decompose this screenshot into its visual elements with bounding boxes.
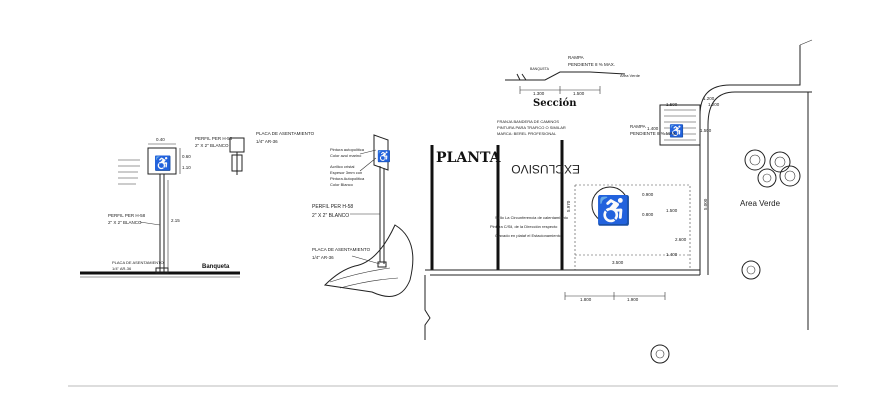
area-verde-label: Area Verde — [740, 199, 781, 208]
sign-plate-3d — [373, 134, 389, 171]
note-2a: Acrilico cristal — [330, 164, 355, 169]
note-2b: Espesor 3mm con — [330, 170, 362, 175]
ramp-wheelchair-icon: ♿ — [669, 124, 684, 138]
plan-title: PLANTA — [436, 150, 502, 166]
tree-cluster — [744, 149, 801, 188]
placa-title-1: PLACA DE ASENTAMIENTO — [112, 260, 164, 265]
wheelchair-icon-2: ♿ — [377, 150, 391, 163]
ramp-outline — [659, 104, 701, 146]
dim-2600: 2.600 — [675, 237, 687, 242]
exclusivo-label: EXCLUSIVO — [511, 162, 580, 176]
dim-0900: 0.900 — [642, 192, 654, 197]
note-1a: Pintura autopolitica — [330, 147, 365, 152]
dim-0800: 0.800 — [642, 212, 654, 217]
section-title: Sección — [533, 98, 577, 109]
dim-1900: 1.900 — [627, 297, 639, 302]
dim-1200b: 1.200 — [708, 102, 720, 107]
sign-post-detail-2: ♿ Pintura autopolitica Color azul marino… — [312, 134, 414, 297]
section-rampa-label: RAMPA — [568, 55, 584, 60]
dim-2-15: 2.15 — [171, 218, 180, 223]
sign-plate — [147, 147, 177, 175]
perfil-title-2: PERFIL PER H-58 — [312, 204, 353, 210]
center-note-1: Sello La Circunferencia de calentamiento — [495, 215, 569, 220]
section-dim-1: 1.300 — [533, 91, 545, 96]
wheelchair-icon: ♿ — [154, 155, 171, 172]
perfil-title-1: PERFIL PER H-58 — [108, 213, 146, 218]
note-2d: Color Blanco — [330, 182, 354, 187]
stall-dashed-box — [574, 184, 691, 270]
section-view: 1.300 1.500 RAMPA PENDIENTE 8 % MAX. BAN… — [505, 55, 641, 109]
floor-symbol-circle — [591, 186, 629, 224]
trees — [650, 149, 801, 364]
dim-0-60: 0.60 — [182, 154, 191, 159]
center-note-2: Pintura C/Sil, de la Dirección respecto — [490, 224, 558, 229]
perfil-size-1b: 2" X 2" BLANCO — [195, 143, 229, 148]
section-ramp-profile — [505, 71, 626, 81]
sign-post-detail-1: ♿ 0.40 0.60 1.10 2.15 PERFIL PER H-58 2"… — [80, 131, 315, 278]
tree-single-2 — [650, 344, 670, 364]
dim-3500: 3.500 — [612, 260, 624, 265]
plan-break-line — [424, 275, 431, 340]
perfil-size-1: 2" X 2" BLANCO — [108, 220, 142, 225]
ramp-hatch — [664, 109, 696, 141]
dim-1500a: 1.500 — [666, 102, 678, 107]
tree-single-1 — [741, 260, 761, 280]
dim-1500c: 1.500 — [666, 208, 678, 213]
dim-0-40: 0.40 — [156, 137, 165, 142]
perfil-title-1b: PERFIL PER H-58 — [195, 136, 233, 141]
franja-note-2: PINTURA PARA TRAFICO O SIMILAR — [497, 125, 566, 130]
sign-notes-lines — [118, 159, 140, 185]
plan-rampa-label: RAMPA — [630, 124, 646, 129]
dim-1800: 1.800 — [580, 297, 592, 302]
dim-1400a: 1.400 — [647, 126, 659, 131]
note-1b: Color azul marino — [330, 153, 362, 158]
dim-1-10: 1.10 — [182, 165, 191, 170]
dim-1200a: 1.200 — [703, 96, 715, 101]
franja-note-3: MARCA: BEREL PROFESIONAL — [497, 131, 557, 136]
perfil-size-2: 2" X 2" BLANCO — [312, 213, 349, 219]
placa-title-1b: PLACA DE ASENTAMIENTO — [256, 131, 315, 136]
dim-5970: 5.970 — [566, 200, 571, 212]
section-hatch — [516, 73, 527, 81]
center-note-3: Clavado en plataf el Estacionamiento — [495, 233, 562, 238]
placa-size-1: 1/4" AR-36 — [112, 266, 132, 271]
floor-wheelchair-icon: ♿ — [596, 194, 631, 227]
section-dim-2: 1.500 — [573, 91, 585, 96]
placa-title-2: PLACA DE ASENTAMIENTO — [312, 247, 371, 252]
dim-1500b: 1.500 — [700, 128, 712, 133]
section-area-verde-label: Area Verde — [620, 73, 641, 78]
dim-5000: 5.000 — [703, 198, 708, 210]
section-banqueta-label: BANQUETA — [530, 67, 550, 71]
section-pendiente-label: PENDIENTE 8 % MAX. — [568, 62, 615, 67]
note-2c: Pintura Autopolitica — [330, 176, 365, 181]
banqueta-label: Banqueta — [202, 264, 230, 270]
dim-1400b: 1.400 — [666, 252, 678, 257]
plan-view: ♿ RAMPA PENDIENTE 8 % MAX. ♿ PLANTA EXCL… — [424, 39, 813, 340]
placa-size-2: 1/4" AR-36 — [312, 255, 334, 260]
ground-break-shape — [323, 224, 414, 297]
placa-size-1b: 1/4" AR-36 — [256, 139, 278, 144]
plan-pendiente-label: PENDIENTE 8 % MAX. — [630, 131, 677, 136]
franja-note-1: FRANJA BANDERA DE CAMINOS — [497, 119, 559, 124]
